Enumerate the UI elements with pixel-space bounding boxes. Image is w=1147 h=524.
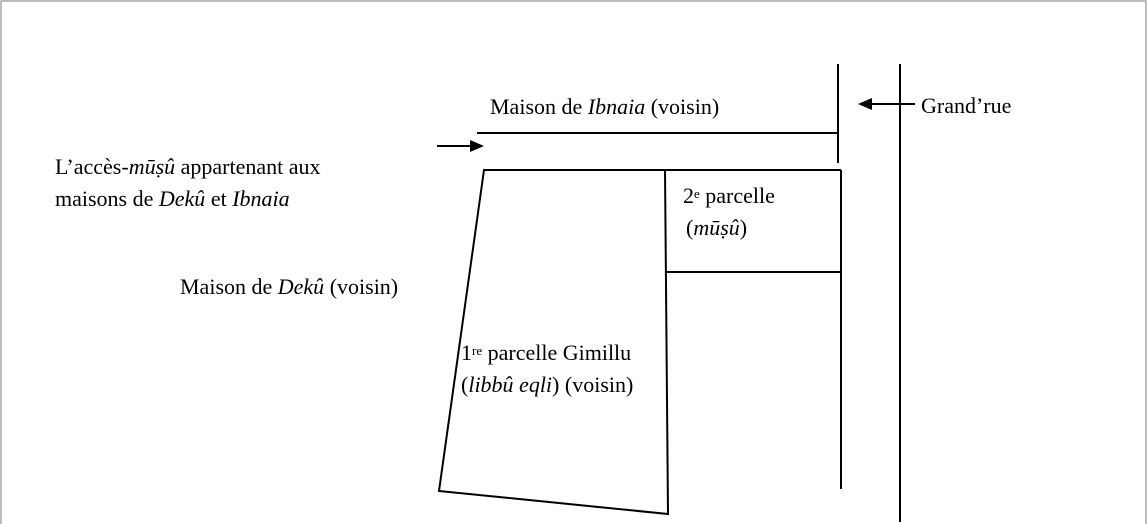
grand-rue-label: Grand’rue xyxy=(921,93,1012,118)
access-label-line2: maisons de Dekû et Ibnaia xyxy=(55,186,290,211)
second-parcel-term: (mūṣû) xyxy=(686,215,748,240)
second-parcel-label: 2e parcelle xyxy=(683,183,775,208)
first-parcel-label: 1re parcelle Gimillu xyxy=(461,340,632,365)
first-parcel-term: (libbû eqli) (voisin) xyxy=(461,372,634,397)
access-label-line1: L’accès-mūṣû appartenant aux xyxy=(55,154,321,179)
first-parcel-outline xyxy=(437,169,670,516)
ibnaia-house-label: Maison de Ibnaia (voisin) xyxy=(490,94,720,119)
access-arrow-head xyxy=(470,140,484,152)
deku-house-label: Maison de Dekû (voisin) xyxy=(180,274,399,299)
grand-rue-arrow-head xyxy=(858,98,872,110)
